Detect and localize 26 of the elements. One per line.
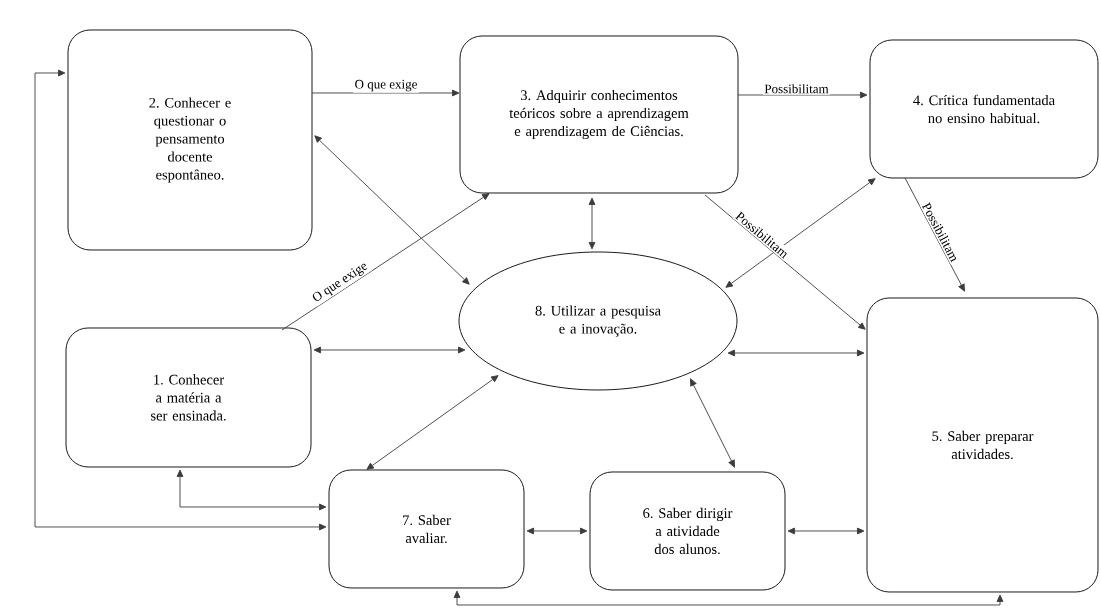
process-box: 3. Adquirir conhecimentos teóricos sobre a aprendizagem e aprendizagem de Ciências. — [459, 35, 739, 194]
arrow — [281, 193, 490, 331]
process-box: 4. Crítica fundamentada no ensino habitual. — [869, 39, 1099, 179]
arrow — [690, 378, 735, 468]
arrow — [176, 469, 327, 511]
arrow — [787, 527, 865, 535]
process-box: 7. Saber avaliar. — [328, 469, 525, 589]
arrow — [737, 91, 868, 99]
process-box: 2. Conhecer e questionar o pensamento docente espontâneo. — [67, 29, 313, 251]
arrow — [34, 69, 327, 531]
arrow — [588, 197, 596, 250]
arrow — [453, 590, 1004, 606]
arrow — [366, 375, 499, 470]
arrow — [526, 527, 588, 535]
arrow — [904, 177, 965, 292]
process-box: 6. Saber dirigir a atividade dos alunos. — [589, 471, 786, 591]
arrow — [313, 346, 466, 354]
process-box: 5. Saber preparar atividades. — [866, 297, 1099, 593]
arrow — [704, 194, 866, 330]
edge-label: O que exige — [353, 78, 419, 93]
arrow — [314, 135, 470, 285]
edge-label: O que exige — [308, 258, 372, 307]
arrow — [311, 89, 460, 97]
arrow — [725, 178, 876, 288]
process-box: 1. Conhecer a matéria a ser ensinada. — [65, 327, 312, 468]
arrow — [727, 349, 865, 357]
